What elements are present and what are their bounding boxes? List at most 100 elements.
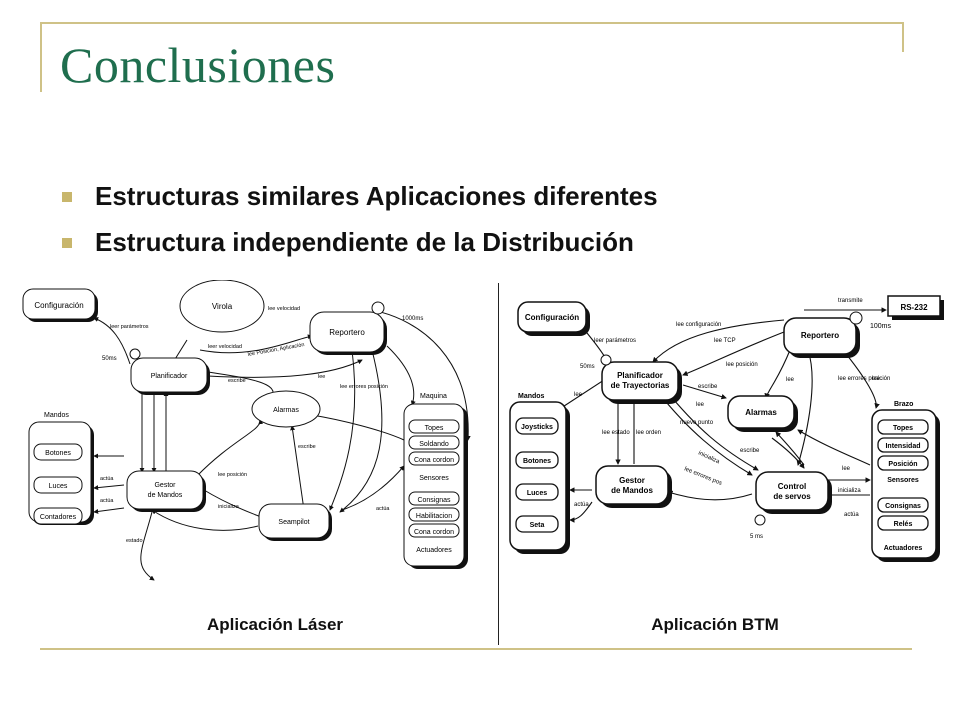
btm-100ms-label: 100ms xyxy=(870,323,892,330)
laser-edge-label: actúa xyxy=(376,506,390,512)
btm-edge-label: lee xyxy=(696,402,705,408)
laser-edge-label: lee Posicion, Aplicación xyxy=(247,342,305,358)
btm-edge-label: leer parámetros xyxy=(594,338,636,344)
laser-maquina-heading: Maquina xyxy=(420,393,447,400)
bullet-text: Estructura independiente de la Distribuc… xyxy=(95,227,634,257)
laser-mandos-heading: Mandos xyxy=(44,412,69,419)
laser-gestor-label-2: de Mandos xyxy=(148,492,183,499)
laser-diagram: Configuración Virola Reportero 1000ms Pl… xyxy=(22,279,490,585)
btm-edge-label: lee estado xyxy=(602,430,630,436)
btm-edge-label: escribe xyxy=(698,384,718,390)
btm-intensidad-label: Intensidad xyxy=(885,443,920,450)
laser-edge-label: lee xyxy=(318,374,325,380)
btm-edge-label: lee errores pos xyxy=(683,466,722,487)
btm-edge-label: actúa xyxy=(574,502,589,508)
frame-top-line xyxy=(40,22,904,24)
laser-edge-label: leer velocidad xyxy=(208,344,242,350)
laser-edge-label: actúa xyxy=(100,476,114,482)
btm-posicion-label: Posición xyxy=(888,461,917,468)
laser-configuracion-label: Configuración xyxy=(34,301,83,310)
btm-gestor-label-1: Gestor xyxy=(619,476,645,485)
square-bullet-icon xyxy=(62,238,72,248)
frame-bottom-line xyxy=(40,648,912,650)
laser-consignas-label: Consignas xyxy=(417,497,451,504)
btm-edge-label: actúa xyxy=(844,512,859,518)
btm-edge-label: lee errores posición xyxy=(838,376,890,382)
btm-edge-label: lee xyxy=(872,376,881,382)
btm-gestor-label-2: de Mandos xyxy=(611,486,653,495)
caption-btm: Aplicación BTM xyxy=(651,615,779,634)
frame-right-line xyxy=(902,22,904,52)
btm-edge-label: inicializa xyxy=(697,450,721,465)
laser-edge-label: lee posición xyxy=(218,472,247,478)
btm-control-label-1: Control xyxy=(778,482,806,491)
laser-cona-cordon-label: Cona cordon xyxy=(414,457,454,464)
laser-virola-label: Virola xyxy=(212,302,233,311)
btm-reles-label: Relés xyxy=(894,521,913,528)
btm-botones-label: Botones xyxy=(523,458,551,465)
bullet-item: Estructura independiente de la Distribuc… xyxy=(62,224,658,270)
btm-configuracion-label: Configuración xyxy=(525,313,579,322)
laser-edge-label: leer parámetros xyxy=(110,324,149,330)
laser-contadores-label: Contadores xyxy=(40,514,77,521)
laser-planificador-label: Planificador xyxy=(151,373,188,380)
btm-edge-label: lee posición xyxy=(726,362,758,368)
laser-diagram-svg: Configuración Virola Reportero 1000ms Pl… xyxy=(22,279,471,581)
laser-topes-label: Topes xyxy=(425,425,444,432)
bullet-item: Estructuras similares Aplicaciones difer… xyxy=(62,178,658,224)
btm-edge-label: escribe xyxy=(740,448,760,454)
laser-edge-label: escribe xyxy=(298,444,316,450)
laser-cona-cordon2-label: Cona cordon xyxy=(414,529,454,536)
btm-diagram-svg: Configuración Reportero 100ms RS-232 tra… xyxy=(509,295,944,562)
btm-topes-label: Topes xyxy=(893,425,913,432)
btm-rs232-label: RS-232 xyxy=(900,303,928,312)
bullet-text: Estructuras similares Aplicaciones difer… xyxy=(95,181,658,211)
btm-diagram: Configuración Reportero 100ms RS-232 tra… xyxy=(508,280,948,585)
btm-mandos-heading: Mandos xyxy=(518,393,545,400)
btm-5ms-label: 5 ms xyxy=(750,534,763,540)
btm-edge-label: lee xyxy=(574,392,583,398)
laser-soldando-label: Soldando xyxy=(419,441,449,448)
laser-luces-label: Luces xyxy=(49,483,68,490)
laser-50ms-label: 50ms xyxy=(102,356,117,362)
btm-reportero-label: Reportero xyxy=(801,331,839,340)
laser-habilitacion-label: Habilitacion xyxy=(416,513,452,520)
btm-edge-label: lee TCP xyxy=(714,338,736,344)
laser-edge-label: inicializa xyxy=(218,504,240,510)
laser-sensores-label: Sensores xyxy=(419,475,449,482)
btm-edge-label: inicializa xyxy=(838,488,861,494)
diagram-divider xyxy=(498,283,499,645)
btm-edge-label: nuevo punto xyxy=(680,420,714,426)
btm-edge-label: lee configuración xyxy=(676,322,721,328)
laser-edge-label: escribe xyxy=(228,378,246,384)
laser-edge-label: lee errores posición xyxy=(340,384,388,390)
laser-alarmas-label: Alarmas xyxy=(273,407,299,414)
laser-actuadores-label: Actuadores xyxy=(416,547,452,554)
btm-sensores-label: Sensores xyxy=(887,477,919,484)
bullet-list: Estructuras similares Aplicaciones difer… xyxy=(62,178,658,270)
square-bullet-icon xyxy=(62,192,72,202)
btm-50ms-label: 50ms xyxy=(580,364,595,370)
laser-reportero-label: Reportero xyxy=(329,328,365,337)
btm-alarmas-label: Alarmas xyxy=(745,408,777,417)
frame-left-line xyxy=(40,22,42,92)
btm-transmite-label: transmite xyxy=(838,298,863,304)
btm-control-label-2: de servos xyxy=(773,492,811,501)
laser-gestor-label-1: Gestor xyxy=(154,482,176,489)
btm-edge-label: lee orden xyxy=(636,430,661,436)
slide-title: Conclusiones xyxy=(60,37,336,93)
btm-planificador-label-1: Planificador xyxy=(617,371,663,380)
laser-edge-label: estado xyxy=(126,538,143,544)
laser-botones-label: Botones xyxy=(45,450,71,457)
btm-seta-label: Seta xyxy=(530,522,545,529)
btm-brazo-heading: Brazo xyxy=(894,401,913,408)
btm-consignas-label: Consignas xyxy=(885,503,921,510)
btm-joysticks-label: Joysticks xyxy=(521,424,553,431)
btm-luces-label: Luces xyxy=(527,490,547,497)
btm-edge-label: lee xyxy=(842,466,851,472)
laser-edge-label: lee velocidad xyxy=(268,306,300,312)
btm-edge-label: lee xyxy=(786,377,795,383)
laser-edge-label: actúa xyxy=(100,498,114,504)
btm-planificador-label-2: de Trayectorias xyxy=(611,381,670,390)
laser-1000ms-label: 1000ms xyxy=(402,316,423,322)
